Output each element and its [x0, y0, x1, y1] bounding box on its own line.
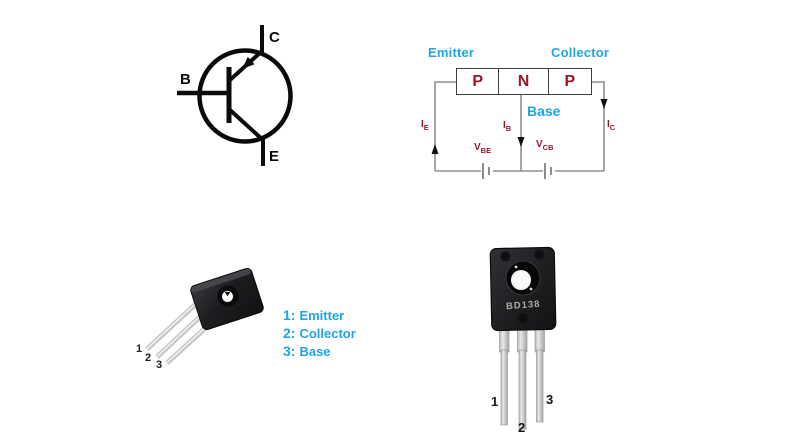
symbol-base-label: B [180, 71, 191, 88]
emitter-wire [434, 81, 456, 171]
pinout-photo-drawing [145, 268, 264, 365]
voltage-vbe-label: VBE [474, 142, 492, 155]
legend-num-2: 2: [283, 325, 296, 341]
lower-dimple-icon [518, 313, 528, 323]
symbol-arrowhead [242, 56, 255, 69]
legend-name-collector: Collector [299, 326, 356, 341]
transistor-symbol-drawing [177, 25, 293, 166]
symbol-collector-lead [228, 25, 264, 82]
legend-name-base: Base [299, 344, 331, 359]
pinout-pin-1-label: 1 [136, 343, 143, 355]
package-mounting-hole [505, 260, 541, 296]
structure-collector-label: Collector [551, 45, 610, 60]
structure-emitter-label: Emitter [428, 45, 475, 60]
legend-item-emitter: 1:Emitter [283, 307, 344, 323]
package-photo-drawing [489, 246, 557, 430]
current-ib-label: IB [503, 120, 512, 133]
pinout-pin-3-label: 3 [156, 359, 163, 371]
ic-arrow-down-icon [600, 99, 608, 109]
battery-vbe-icon [482, 163, 490, 179]
symbol-circle [197, 48, 293, 144]
symbol-collector-label: C [269, 29, 280, 46]
legend-name-emitter: Emitter [299, 308, 345, 323]
package-pin-2-label: 2 [518, 420, 526, 435]
pinout-pin-2-label: 2 [145, 352, 152, 364]
legend-num-1: 1: [283, 307, 296, 323]
legend-num-3: 3: [283, 343, 296, 359]
region-n-base: N [498, 69, 547, 94]
ie-arrow-up-icon [431, 144, 439, 154]
collector-wire [592, 81, 605, 171]
package-legs [499, 327, 545, 430]
pnp-region-box: P N P [456, 68, 592, 95]
legend-item-base: 3:Base [283, 343, 331, 359]
current-ic-label: IC [607, 119, 616, 132]
structure-base-label: Base [527, 103, 561, 119]
region-p-collector: P [547, 69, 591, 94]
package-pin-1-label: 1 [491, 394, 499, 409]
bias-circuit-wires [431, 81, 608, 179]
symbol-emitter-label: E [269, 148, 280, 165]
current-ie-label: IE [421, 119, 429, 132]
voltage-vcb-label: VCB [536, 139, 554, 152]
package-pin-3-label: 3 [546, 392, 554, 407]
ib-arrow-down-icon [517, 137, 525, 147]
corner-dimple-left-icon [500, 251, 511, 262]
region-p-emitter: P [472, 72, 484, 90]
pinout-mounting-hole [217, 285, 239, 307]
legend-item-collector: 2:Collector [283, 325, 356, 341]
corner-dimple-right-icon [534, 249, 545, 260]
symbol-emitter-lead [228, 108, 265, 166]
battery-vcb-icon [544, 163, 552, 179]
